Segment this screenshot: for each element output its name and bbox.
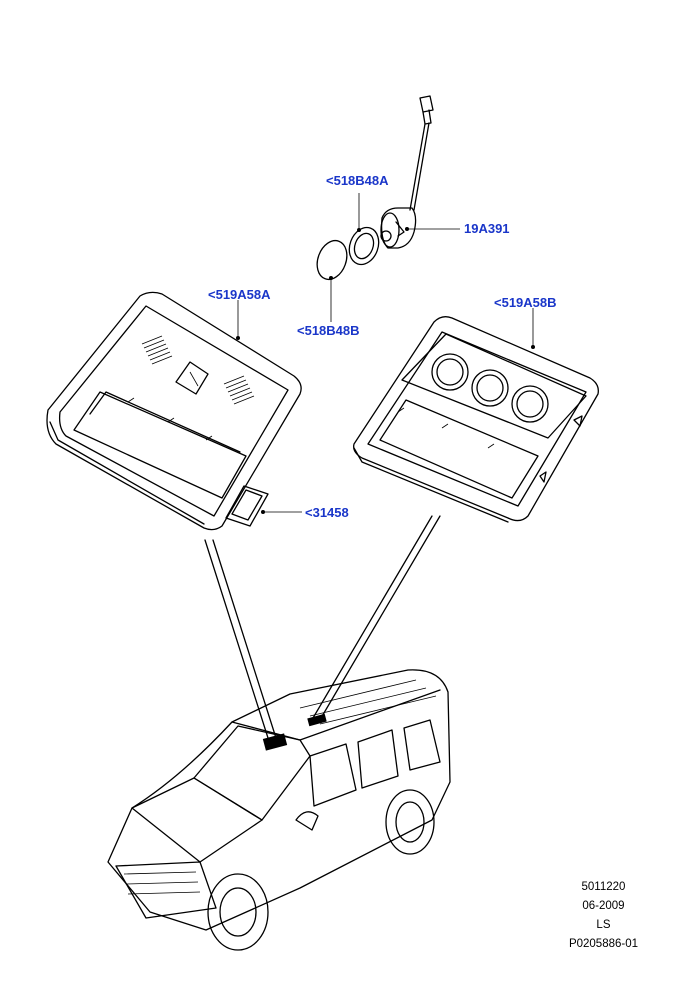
- reference-line-1: 5011220: [581, 881, 626, 893]
- leader-lines: [204, 193, 535, 739]
- callout-518b48a[interactable]: <518B48A: [326, 173, 389, 188]
- vehicle-location-view: [107, 669, 451, 951]
- console-housing-a-part: [46, 291, 302, 531]
- callout-19a391[interactable]: 19A391: [464, 221, 510, 236]
- reference-block: 5011220 06-2009 LS P0205886-01: [569, 878, 638, 954]
- lens-part: [316, 239, 348, 281]
- console-housing-b-part: [353, 316, 599, 523]
- callout-519a58a[interactable]: <519A58A: [208, 287, 271, 302]
- reference-line-2: 06-2009: [582, 900, 625, 912]
- bulb-holder-part: [380, 95, 434, 249]
- lens-ring-part: [348, 226, 380, 266]
- reference-line-4: P0205886-01: [568, 938, 638, 950]
- callout-519a58b[interactable]: <519A58B: [494, 295, 557, 310]
- clip-part: [225, 485, 269, 527]
- callout-518b48b[interactable]: <518B48B: [297, 323, 360, 338]
- callout-31458[interactable]: <31458: [305, 505, 349, 520]
- reference-line-3: LS: [596, 919, 611, 931]
